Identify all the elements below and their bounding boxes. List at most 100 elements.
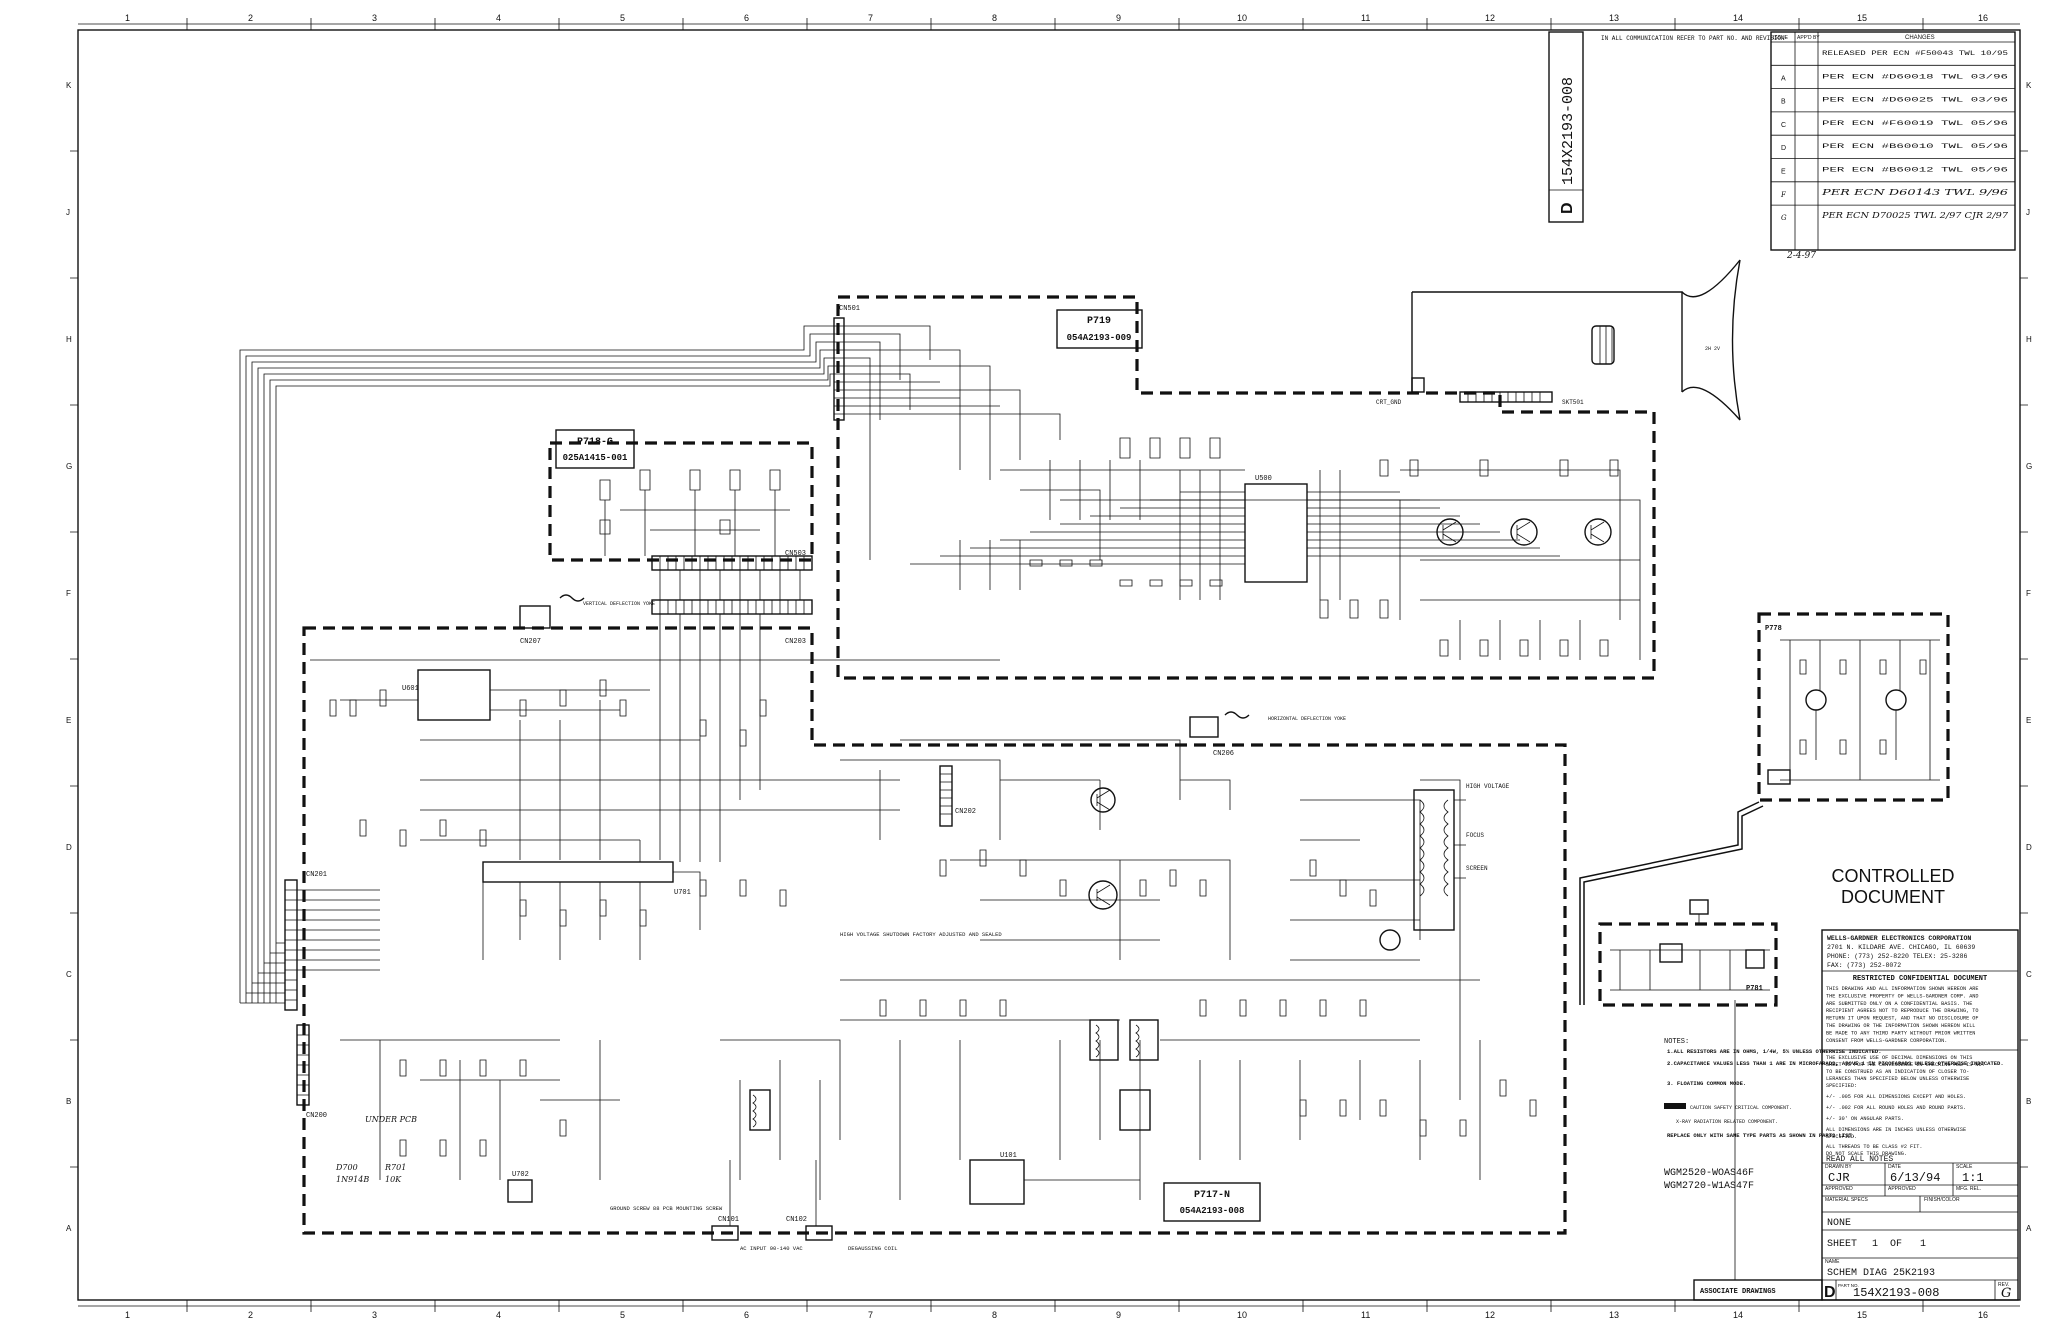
col-marker: 7 [868,1310,873,1320]
col-marker: 10 [1237,1310,1247,1320]
col-marker: 6 [744,13,749,23]
cn503-label: CN503 [785,550,806,558]
tolerance-line: SHEET IS FOR THE CONVENIENCE IN CHECKING… [1826,1062,1985,1068]
horizontal-yoke-label: HORIZONTAL DEFLECTION YOKE [1268,716,1346,722]
approved-label: APPROVED [1825,1186,1853,1192]
company-name: WELLS-GARDNER ELECTRONICS CORPORATION [1827,935,1971,942]
col-marker: 4 [496,1310,501,1320]
sheet-total: 1 [1920,1239,1926,1250]
confidential-line: BE MADE TO ANY THIRD PARTY WITHOUT PRIOR… [1826,1030,1975,1036]
col-marker: 13 [1609,1310,1619,1320]
col-marker: 9 [1116,1310,1121,1320]
tolerance-line: +/- 30' ON ANGULAR PARTS. [1826,1116,1904,1122]
tolerance-line: READ ALL NOTES [1826,1155,1893,1164]
name-label: NAME [1825,1259,1840,1265]
ac-input: AC INPUT 90-140 VAC [740,1245,803,1252]
xray-note: X-RAY RADIATION RELATED COMPONENT. [1676,1119,1778,1125]
col-marker: 3 [372,13,377,23]
column-markers-bottom: 1 2 3 4 5 6 7 8 9 10 11 12 13 14 15 16 [125,1310,1988,1320]
notes: NOTES: 1.ALL RESISTORS ARE IN OHMS, 1/4W… [1664,1038,2004,1192]
cn202-label: CN202 [955,808,976,816]
col-marker: 12 [1485,1310,1495,1320]
approved2-label: APPROVED [1888,1186,1916,1192]
changes-entry: PER ECN #D60025 TWL 03/96 [1822,97,2008,104]
row-marker: G [66,462,72,471]
changes-entry: PER ECN #F60019 TWL 05/96 [1822,120,2008,127]
tolerance-line: ALL DIMENSIONS ARE IN INCHES UNLESS OTHE… [1826,1127,1966,1133]
row-marker: E [66,716,71,725]
changes-entry: RELEASED PER ECN #F50043 TWL 10/95 [1822,50,2008,57]
col-marker: 11 [1361,13,1370,23]
p717-part: 054A2193-008 [1180,1206,1245,1216]
col-marker: 14 [1733,13,1743,23]
row-marker: F [66,589,71,598]
degauss-coil: DEGAUSSING COIL [848,1245,898,1252]
col-marker: 7 [868,13,873,23]
part-label: PART NO. [1838,1283,1859,1288]
col-marker: 1 [125,13,130,23]
crt-ground-note: CRT_GND [1376,399,1402,406]
scale-label: SCALE [1956,1164,1973,1170]
p718-label: P718-G [577,437,613,448]
tolerance-line: ALL THREADS TO BE CLASS #2 FIT. [1826,1144,1923,1150]
col-marker: 2 [248,1310,253,1320]
row-marker: D [66,843,72,852]
u601-label: U601 [402,685,419,693]
confidential-line: THIS DRAWING AND ALL INFORMATION SHOWN H… [1826,986,1979,992]
row-marker: K [2026,81,2032,90]
row-marker: B [2026,1097,2031,1106]
cn207-label: CN207 [520,638,541,646]
col-marker: 8 [992,1310,997,1320]
header-changes: CHANGES [1905,35,1935,41]
col-marker: 13 [1609,13,1619,23]
shutdown-note: HIGH VOLTAGE SHUTDOWN FACTORY ADJUSTED A… [840,931,1002,938]
column-ticks [186,18,1924,1312]
note-1: 1.ALL RESISTORS ARE IN OHMS, 1/4W, 5% UN… [1667,1048,1882,1055]
confidential-text: THIS DRAWING AND ALL INFORMATION SHOWN H… [1826,986,1979,1044]
changes-entry: PER ECN #D60018 TWL 03/96 [1822,73,2008,80]
col-marker: 16 [1978,1310,1988,1320]
note-2: 2.CAPACITANCE VALUES LESS THAN 1 ARE IN … [1667,1060,2004,1067]
resistor-value: 10K [385,1175,402,1184]
changes-issue: B [1781,99,1786,106]
skt501-label: SKT501 [1562,399,1584,406]
material-label: MATERIAL SPECS [1825,1197,1868,1203]
scale: 1:1 [1962,1171,1984,1185]
crt-tube: 2H 2V [1411,259,1741,421]
p718-board: P718-G 025A1415-001 CN503 [548,429,814,562]
of-label: OF [1890,1239,1902,1250]
remote-connector [1689,899,1709,915]
tolerance-line: DO NOT SCALE THIS DRAWING. [1826,1151,1907,1157]
rev-label: REV. [1998,1282,2009,1288]
communication-note: IN ALL COMMUNICATION REFER TO PART NO. A… [1601,35,1785,42]
changes-table: ISSUE APP'D BY CHANGES RELEASED PER ECN … [1770,31,2016,261]
drawn-by-label: DRAWN BY [1825,1164,1852,1170]
changes-entry: PER ECN D60143 TWL 9/96 [1820,188,2008,197]
confidential-line: THE DRAWING OR THE INFORMATION SHOWN HER… [1826,1023,1975,1029]
model-2: WGM2720-W1AS47F [1664,1181,1754,1192]
col-marker: 9 [1116,13,1121,23]
ground-screw-note: GROUND SCREW 88 PCB MOUNTING SCREW [610,1205,723,1212]
associate-drawings: ASSOCIATE DRAWINGS [1700,1288,1776,1296]
cn201-label: CN201 [306,871,327,879]
under-pcb-note: UNDER PCB [365,1115,417,1124]
confidential-line: RECIPIENT AGREES NOT TO REPRODUCE THE DR… [1826,1008,1979,1014]
p719-board: P719 054A2193-009 CN501 U500 SKT501 CRT_… [833,295,1656,680]
controlled-line2: DOCUMENT [1841,887,1945,907]
mfg-label: MFG. REL. [1956,1186,1981,1192]
resistor-ref: R701 [384,1163,406,1172]
harness-wires [239,325,834,1004]
changes-entry: PER ECN #B60010 TWL 05/96 [1822,143,2008,150]
cn101-label: CN101 [718,1216,739,1224]
col-marker: 6 [744,1310,749,1320]
part-number: 154X2193-008 [1853,1286,1939,1300]
confidential-line: ARE SUBMITTED ONLY ON A CONFIDENTIAL BAS… [1826,1001,1972,1007]
vertical-yoke-label: VERTICAL DEFLECTION YOKE [583,601,655,607]
col-marker: 4 [496,13,501,23]
cn200-label: CN200 [306,1112,327,1120]
confidential-line: CONSENT FROM WELLS-GARDNER CORPORATION. [1826,1038,1947,1044]
p781-board: P781 [1598,922,1778,1007]
focus-label: FOCUS [1466,832,1484,839]
